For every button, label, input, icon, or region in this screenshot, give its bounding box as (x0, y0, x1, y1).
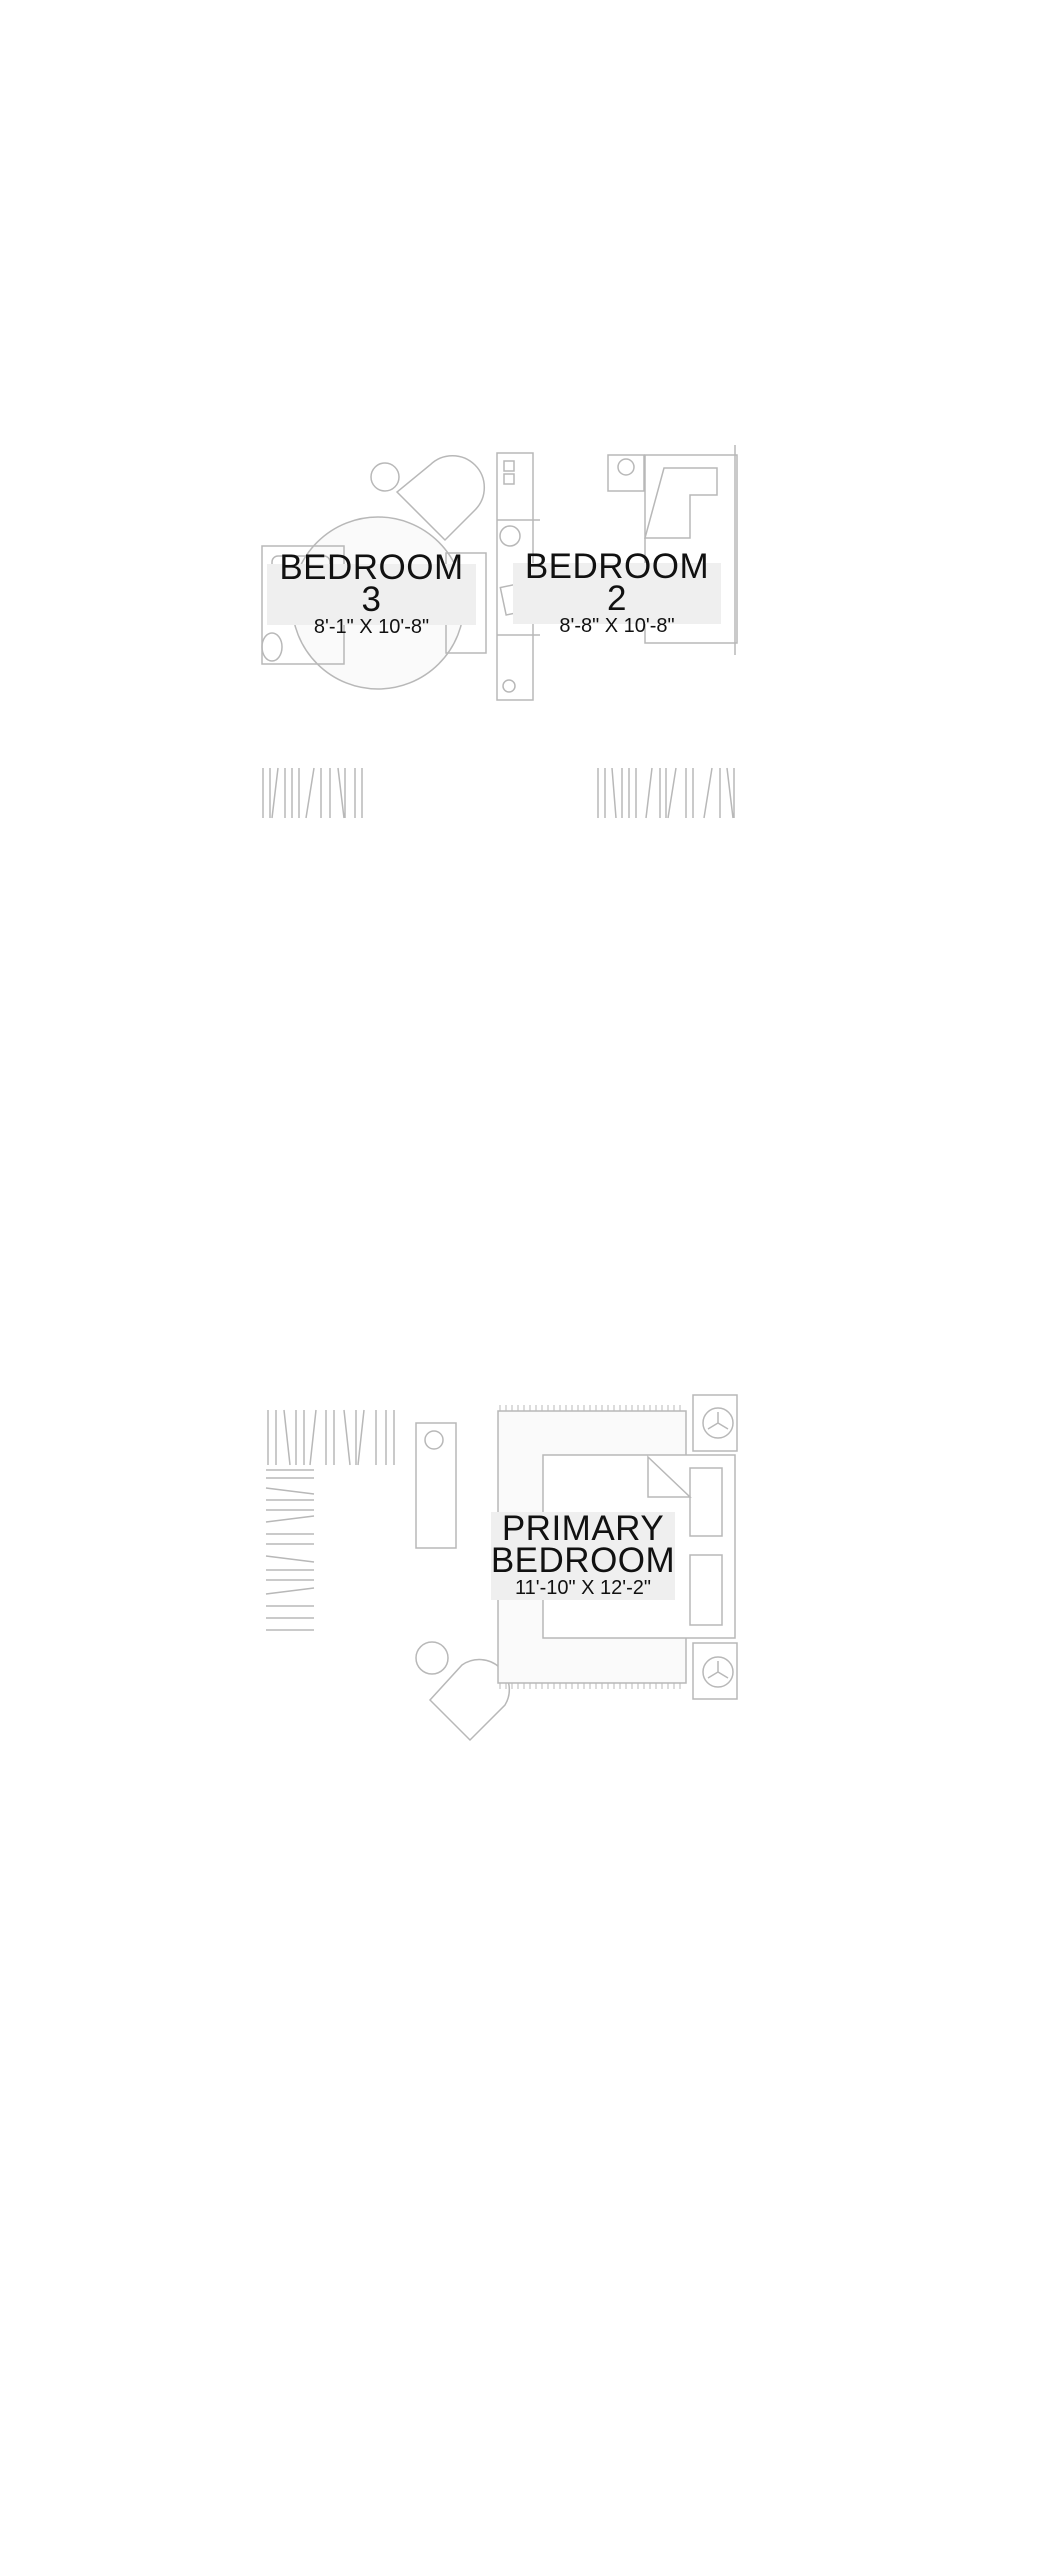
desk (415, 1422, 457, 1549)
room-label-bedroom-2: BEDROOM 2 8'-8" X 10'-8" (513, 549, 721, 637)
lamp-icon (499, 525, 521, 547)
lamp-icon (702, 1656, 734, 1688)
room-name: BEDROOM 3 (279, 547, 464, 619)
pillow (689, 1467, 723, 1537)
room-name-line-1: PRIMARY (501, 1509, 665, 1548)
room-name: BEDROOM 2 (524, 546, 710, 618)
room-label-bedroom-3: BEDROOM 3 8'-1" X 10'-8" (267, 550, 476, 638)
closet-hatch-right (597, 767, 735, 819)
lamp-icon (424, 1430, 444, 1450)
room-dimensions: 8'-8" X 10'-8" (559, 614, 675, 637)
lamp-icon (702, 1407, 734, 1439)
room-dimensions: 8'-1" X 10'-8" (313, 615, 430, 638)
lamp-icon (502, 679, 516, 693)
nightstand (692, 1642, 738, 1700)
stuffed-toy (261, 632, 283, 662)
rug-fringe (499, 1405, 681, 1689)
folded-blanket (644, 467, 718, 539)
bed (644, 454, 738, 644)
room-label-primary-bedroom: PRIMARY BEDROOM 11'-10" X 12'-2" (490, 1509, 676, 1600)
armchair (395, 455, 485, 542)
room-dimensions: 11'-10" X 12'-2" (515, 1577, 651, 1599)
pillow (689, 1554, 723, 1626)
bookshelf-hatch (267, 1409, 395, 1466)
side-table-icon (415, 1641, 449, 1675)
nightstand (692, 1394, 738, 1452)
side-table-icon (370, 462, 400, 492)
room-name-line-2: BEDROOM (490, 1541, 676, 1580)
nightstand (607, 454, 645, 492)
lamp-icon (617, 458, 635, 476)
folded-blanket (647, 1455, 692, 1498)
bookshelf-hatch-vertical (265, 1469, 315, 1631)
closet-hatch-left (262, 767, 363, 819)
